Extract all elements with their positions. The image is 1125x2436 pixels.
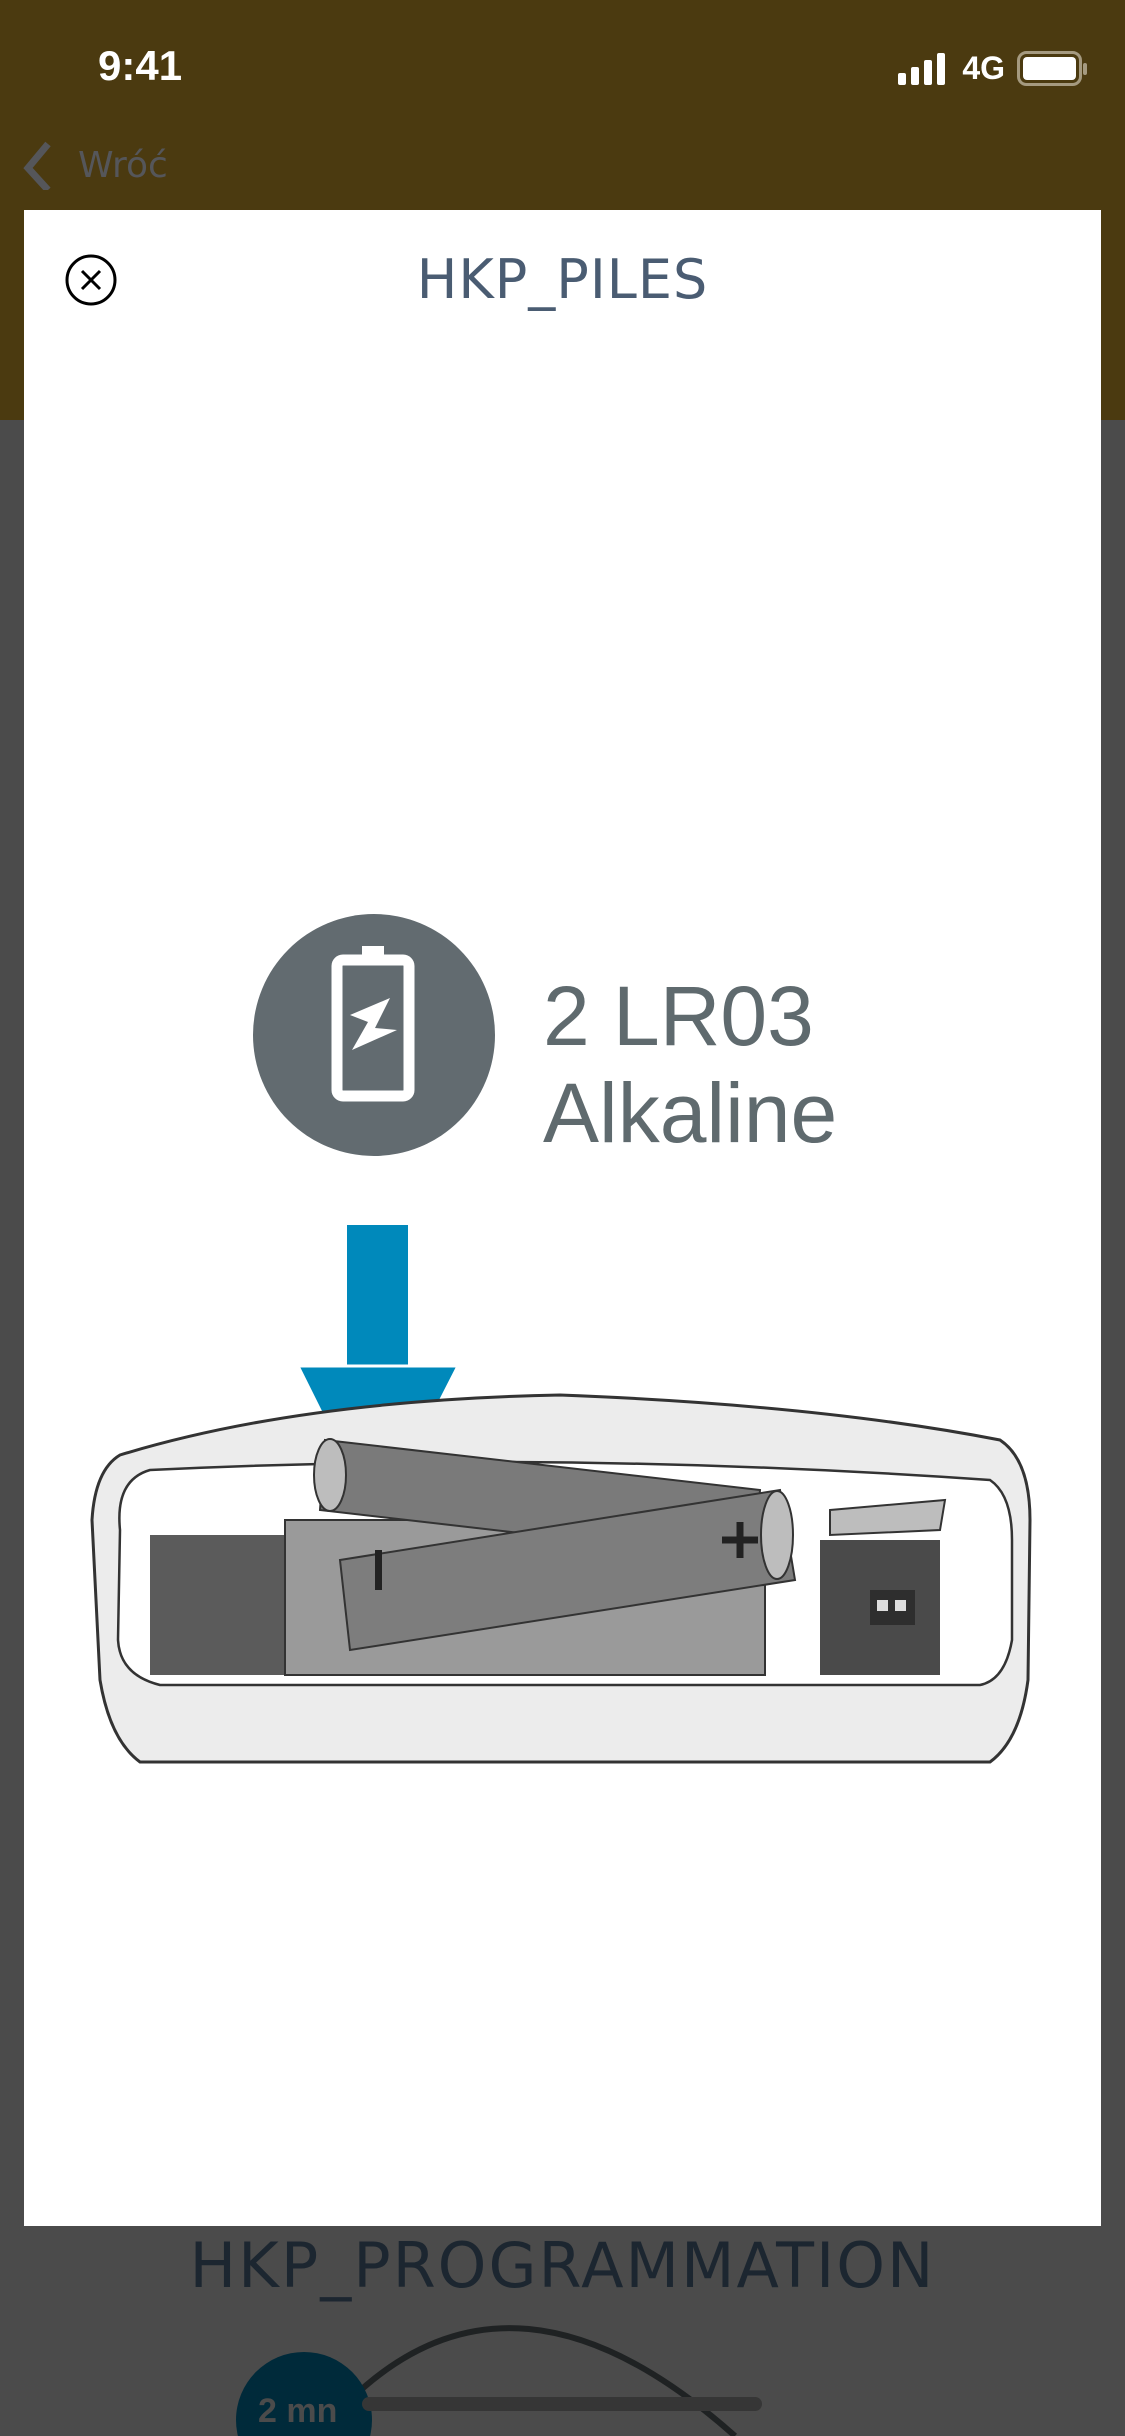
chevron-left-icon [23, 141, 51, 190]
status-time: 9:41 [98, 42, 183, 89]
background-section-title: HKP_PROGRAMMATION [189, 2229, 936, 2302]
back-button[interactable]: Wróć [22, 140, 168, 190]
signal-icon [898, 52, 946, 85]
close-circle-icon [65, 254, 117, 306]
device-battery-case [90, 1393, 1032, 1764]
home-indicator[interactable] [362, 2397, 762, 2411]
back-label: Wróć [78, 144, 168, 186]
close-button[interactable] [64, 253, 118, 307]
battery-icon [1017, 50, 1087, 86]
battery-info-modal: 2 LR03 Alkaline HKP_PILES [24, 210, 1101, 2226]
battery-charge-icon [253, 914, 495, 1156]
network-type: 4G [962, 50, 1005, 86]
timer-label: 2 mn [258, 2392, 338, 2430]
status-indicators: 4G [898, 50, 1089, 87]
battery-type-label: Alkaline [543, 1066, 838, 1160]
timer-arc-illustration [236, 2325, 737, 2436]
modal-title: HKP_PILES [416, 248, 709, 311]
battery-count-label: 2 LR03 [543, 969, 814, 1063]
